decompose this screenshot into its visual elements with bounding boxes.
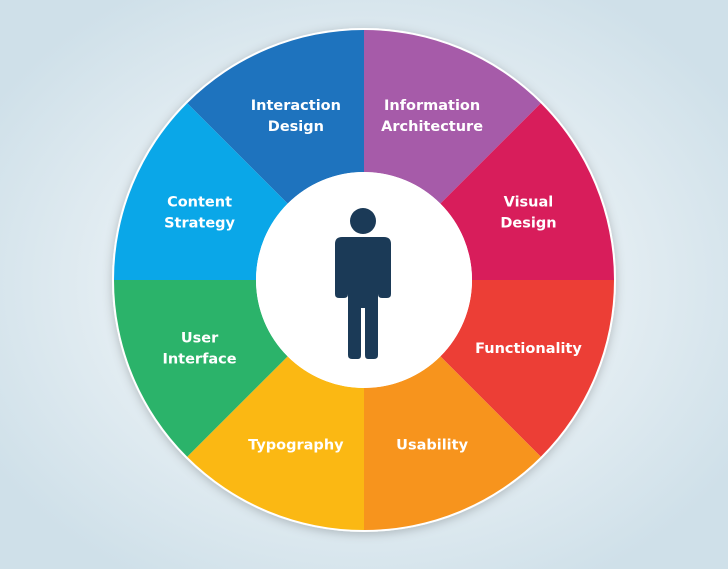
- segment-label-line: Architecture: [381, 119, 483, 135]
- segment-usability: [364, 356, 541, 530]
- segment-functionality: [440, 280, 614, 457]
- segment-label-line: Visual: [504, 194, 554, 210]
- wheel-segments: [114, 30, 614, 530]
- segment-typography: [187, 356, 364, 530]
- segment-information-architecture: [364, 30, 541, 204]
- segment-content-strategy: [114, 103, 288, 281]
- segment-label-functionality: Functionality: [475, 341, 582, 357]
- segment-interaction-design: [187, 30, 364, 204]
- segment-label-line: Design: [268, 119, 324, 135]
- segment-label-line: Content: [167, 194, 232, 210]
- person-icon: [335, 208, 391, 359]
- segment-visual-design: [440, 103, 614, 281]
- segment-label-line: User: [181, 331, 219, 347]
- segment-label-line: Functionality: [475, 341, 582, 357]
- segment-label-line: Information: [384, 98, 480, 114]
- segment-label-line: Interaction: [251, 98, 341, 114]
- segment-label-line: Usability: [396, 437, 468, 453]
- segment-user-interface: [114, 280, 288, 457]
- segment-label-line: Design: [500, 215, 556, 231]
- segment-label-usability: Usability: [396, 437, 468, 453]
- segment-label-line: Typography: [248, 437, 344, 453]
- segment-label-line: Interface: [162, 352, 236, 368]
- segment-label-typography: Typography: [248, 437, 344, 453]
- segment-label-line: Strategy: [164, 215, 235, 231]
